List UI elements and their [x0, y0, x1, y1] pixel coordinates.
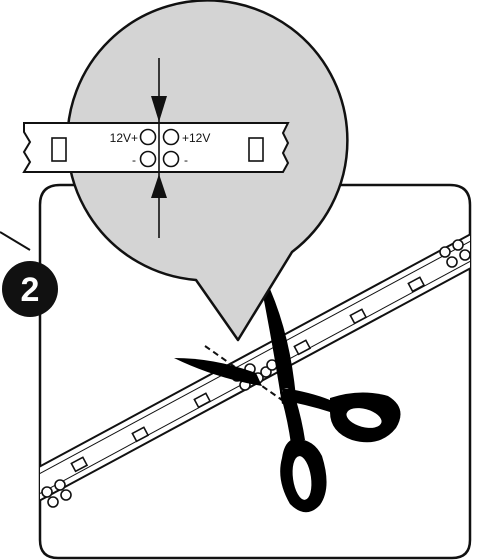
pad-top-left [139, 128, 157, 146]
pointer-line [0, 231, 31, 251]
led-chip-right [248, 137, 264, 162]
pad-top-right [162, 128, 180, 146]
cut-line [204, 345, 283, 401]
step-number: 2 [21, 271, 40, 309]
cut-arrow-down-icon [151, 96, 167, 122]
magnified-strip: 12V+ +12V - - [22, 58, 290, 238]
label-top-left: 12V+ [110, 131, 138, 145]
label-bottom-left: - [132, 153, 136, 167]
led-chip-left [51, 137, 67, 162]
label-bottom-right: - [184, 153, 188, 167]
pad-bottom-left [139, 150, 157, 168]
label-top-right: +12V [182, 131, 210, 145]
step-badge: 2 [2, 261, 58, 317]
pad-bottom-right [162, 150, 180, 168]
cut-pads [41, 239, 470, 508]
cut-arrow-up-icon [151, 174, 167, 198]
scissors-icon [174, 278, 401, 513]
led-chips [70, 276, 426, 473]
